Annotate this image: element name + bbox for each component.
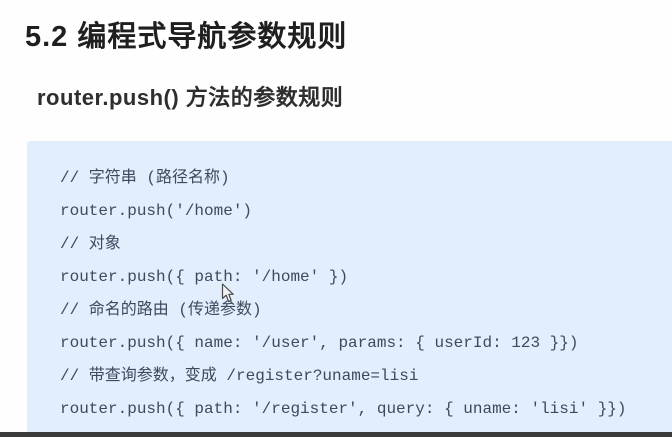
code-comment-line: // 带查询参数，变成 /register?uname=lisi: [60, 367, 419, 385]
subtitle: router.push() 方法的参数规则: [37, 85, 344, 110]
code-comment-line: // 命名的路由 (传递参数): [60, 301, 262, 319]
code-line: router.push({ path: '/home' }): [60, 268, 349, 286]
bottom-edge-bar: [0, 432, 672, 437]
code-comment-line: // 字符串 (路径名称): [60, 169, 230, 187]
code-line: router.push({ path: '/register', query: …: [60, 400, 627, 418]
code-line: router.push({ name: '/user', params: { u…: [60, 334, 579, 352]
section-title: 5.2 编程式导航参数规则: [25, 21, 348, 53]
code-comment-line: // 对象: [60, 235, 121, 253]
code-line: router.push('/home'): [60, 202, 253, 220]
code-block: // 字符串 (路径名称) router.push('/home') // 对象…: [27, 141, 672, 437]
